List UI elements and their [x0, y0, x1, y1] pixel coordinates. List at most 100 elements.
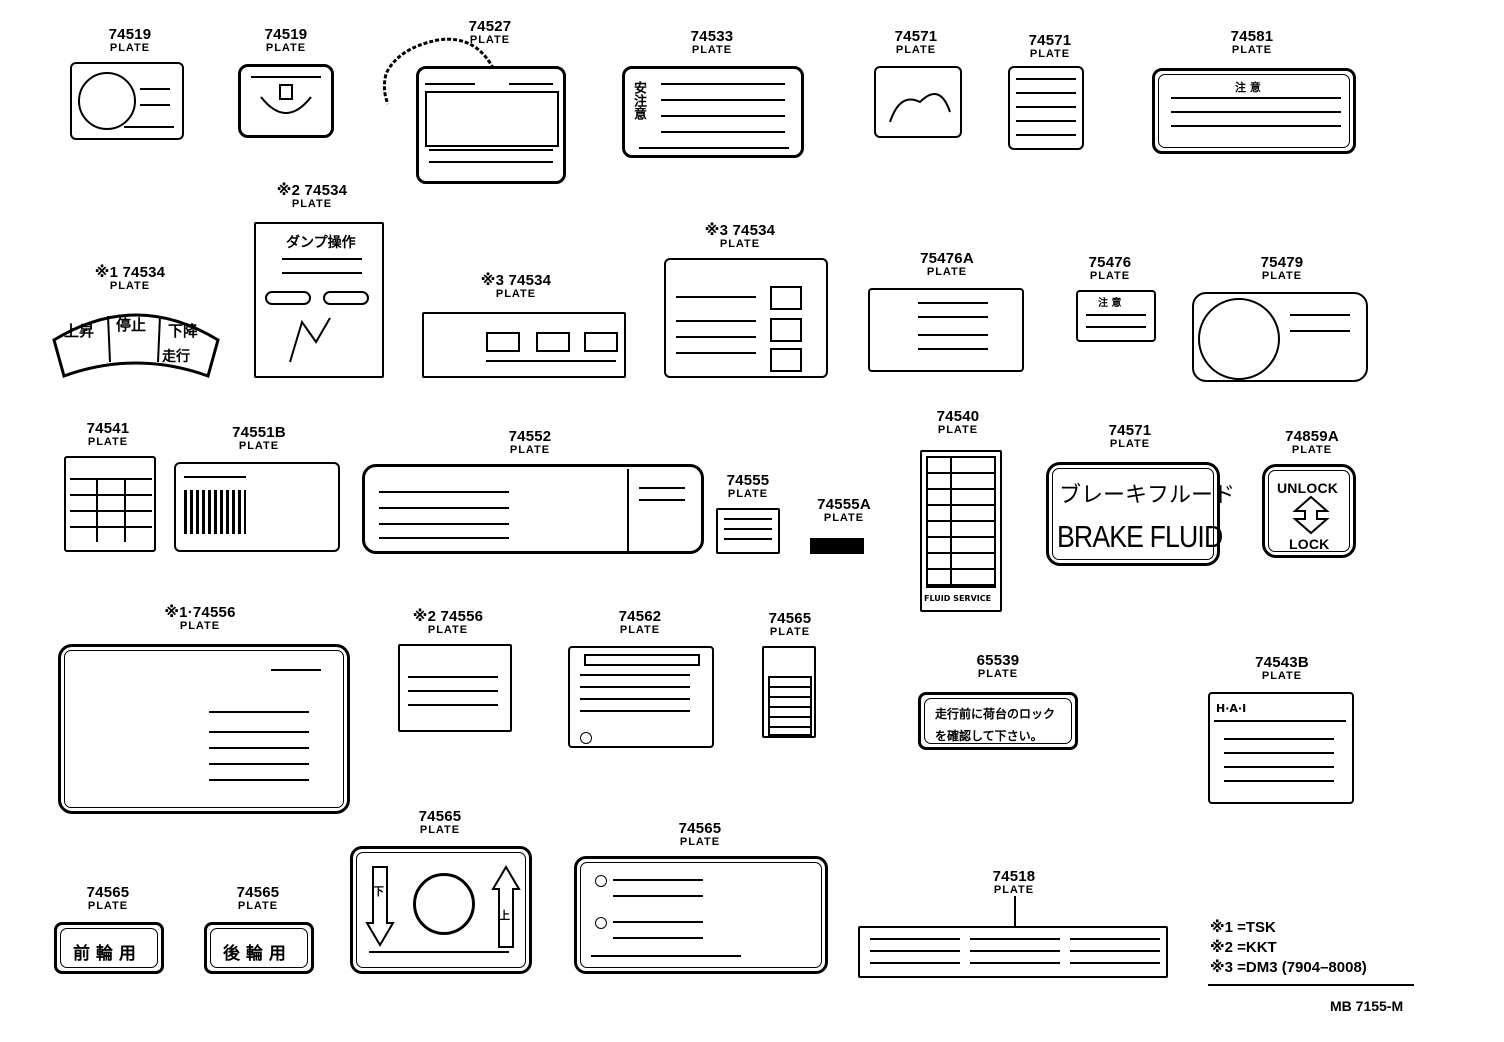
plate-65539: 走行前に荷台のロック を確認して下さい。	[918, 692, 1078, 750]
plate-74556-kkt	[398, 644, 512, 732]
part-label-74581[interactable]: 74581 PLATE	[1222, 28, 1282, 56]
caution-title: 注 意	[1235, 81, 1261, 94]
part-type: PLATE	[691, 44, 733, 56]
plate-74555a	[810, 538, 864, 554]
up-down-arrow-icon	[1292, 495, 1330, 535]
part-number: 75476A	[920, 250, 974, 267]
part-label-65539[interactable]: 65539 PLATE	[968, 653, 1028, 680]
drawing-code: MB 7155-M	[1330, 998, 1404, 1014]
button-travel: 走行	[162, 349, 190, 365]
part-number: 74519	[108, 26, 152, 43]
plate-74555	[716, 508, 780, 554]
part-type: PLATE	[495, 288, 537, 300]
part-type: PLATE	[1109, 438, 1151, 450]
part-label-74859a[interactable]: 74859A PLATE	[1276, 428, 1348, 456]
part-label-74571-c[interactable]: 74571 PLATE	[1100, 422, 1160, 450]
down-label: 下	[373, 885, 384, 898]
part-type: PLATE	[109, 280, 151, 292]
part-label-74551b[interactable]: 74551B PLATE	[224, 425, 294, 452]
part-label-74534-dm3-a[interactable]: ※3 74534 PLATE	[466, 273, 566, 300]
part-type: PLATE	[619, 624, 661, 636]
part-number: 74533	[690, 28, 734, 45]
part-label-74571-a[interactable]: 74571 PLATE	[886, 29, 946, 56]
plate-74581: 注 意	[1152, 68, 1356, 154]
part-label-74541[interactable]: 74541 PLATE	[78, 421, 138, 448]
part-label-74543b[interactable]: 74543B PLATE	[1246, 654, 1318, 682]
part-number: 75476	[1088, 254, 1132, 271]
button-stop: 停止	[116, 316, 147, 334]
plate-74565-e	[574, 856, 828, 974]
part-label-74565-a[interactable]: 74565 PLATE	[760, 610, 820, 638]
part-number: 74581	[1230, 28, 1274, 45]
part-label-74518[interactable]: 74518 PLATE	[984, 869, 1044, 896]
part-label-75479[interactable]: 75479 PLATE	[1252, 255, 1312, 282]
part-type: PLATE	[109, 42, 151, 54]
part-label-74556-kkt[interactable]: ※2 74556 PLATE	[398, 608, 498, 636]
plate-74571-b	[1008, 66, 1084, 150]
switch-plate-outline	[52, 313, 220, 378]
part-label-74556-tsk[interactable]: ※1·74556 PLATE	[150, 605, 250, 632]
part-label-74555a[interactable]: 74555A PLATE	[808, 497, 880, 524]
part-label-74534-tsk[interactable]: ※1 74534 PLATE	[80, 265, 180, 292]
part-type: PLATE	[509, 444, 551, 456]
part-type: PLATE	[769, 626, 811, 638]
dial-knob	[413, 873, 475, 935]
part-label-74562[interactable]: 74562 PLATE	[610, 609, 670, 636]
button-down: 下降	[168, 322, 199, 340]
part-number: 74859A	[1285, 428, 1339, 445]
part-label-74527[interactable]: 74527 PLATE	[458, 18, 522, 46]
part-label-74534-kkt[interactable]: ※2 74534 PLATE	[262, 182, 362, 210]
keypad-grid	[184, 490, 246, 534]
lock-notice-line-2: を確認して下さい。	[935, 729, 1043, 743]
part-label-74565-c[interactable]: 74565 PLATE	[228, 884, 288, 912]
legend-mark: ※1	[1210, 919, 1233, 936]
gauge-dial	[1198, 298, 1280, 380]
part-number: 74571	[1108, 422, 1152, 439]
part-number: 74555	[726, 472, 770, 489]
part-number: 74543B	[1255, 654, 1309, 671]
caution-vertical-text: 安注意	[631, 81, 646, 120]
part-number: 74527	[468, 18, 512, 35]
part-label-74534-dm3-b[interactable]: ※3 74534 PLATE	[690, 223, 790, 250]
part-number: 74565	[236, 884, 280, 901]
part-label-74519-b[interactable]: 74519 PLATE	[256, 27, 316, 54]
part-label-74565-e[interactable]: 74565 PLATE	[670, 821, 730, 848]
part-label-74565-d[interactable]: 74565 PLATE	[410, 809, 470, 836]
part-type: PLATE	[179, 620, 221, 632]
legend-mark: ※3	[1210, 959, 1233, 976]
part-label-74552[interactable]: 74552 PLATE	[500, 429, 560, 456]
part-type: PLATE	[719, 238, 761, 250]
legend-value: =TSK	[1237, 919, 1276, 936]
part-label-75476[interactable]: 75476 PLATE	[1080, 254, 1140, 282]
legend: ※1 =TSK ※2 =KKT ※3 =DM3 (7904–8008)	[1210, 918, 1367, 978]
legend-underline	[1208, 984, 1414, 986]
part-number: 74565	[86, 884, 130, 901]
part-type: PLATE	[1029, 48, 1071, 60]
legend-value: =KKT	[1237, 939, 1277, 956]
part-type: PLATE	[1291, 444, 1333, 456]
plate-74562	[568, 646, 714, 748]
part-type: PLATE	[87, 900, 129, 912]
part-number: 74571	[1028, 32, 1072, 49]
plate-74565-d: 下 上	[350, 846, 532, 974]
leader-line	[1014, 896, 1016, 930]
part-type: PLATE	[419, 824, 461, 836]
service-ref-text: FLUID SERVICE	[924, 594, 992, 603]
part-number: ※2 74556	[412, 608, 484, 625]
part-number: ※2 74534	[276, 182, 348, 199]
part-type: PLATE	[937, 424, 979, 436]
plate-74518	[858, 926, 1168, 978]
part-label-74555[interactable]: 74555 PLATE	[718, 472, 778, 500]
part-label-74533[interactable]: 74533 PLATE	[682, 28, 742, 56]
part-type: PLATE	[1231, 44, 1273, 56]
plate-74543b: H·A·I	[1208, 692, 1354, 804]
part-number: 74565	[768, 610, 812, 627]
part-label-75476a[interactable]: 75476A PLATE	[912, 250, 982, 278]
part-label-74571-b[interactable]: 74571 PLATE	[1020, 32, 1080, 60]
part-label-74519-a[interactable]: 74519 PLATE	[100, 26, 160, 54]
legend-mark: ※2	[1210, 939, 1233, 956]
part-type: PLATE	[87, 436, 129, 448]
part-label-74565-b[interactable]: 74565 PLATE	[78, 884, 138, 912]
plate-74571-a	[874, 66, 962, 138]
part-label-74540[interactable]: 74540 PLATE	[928, 409, 988, 436]
